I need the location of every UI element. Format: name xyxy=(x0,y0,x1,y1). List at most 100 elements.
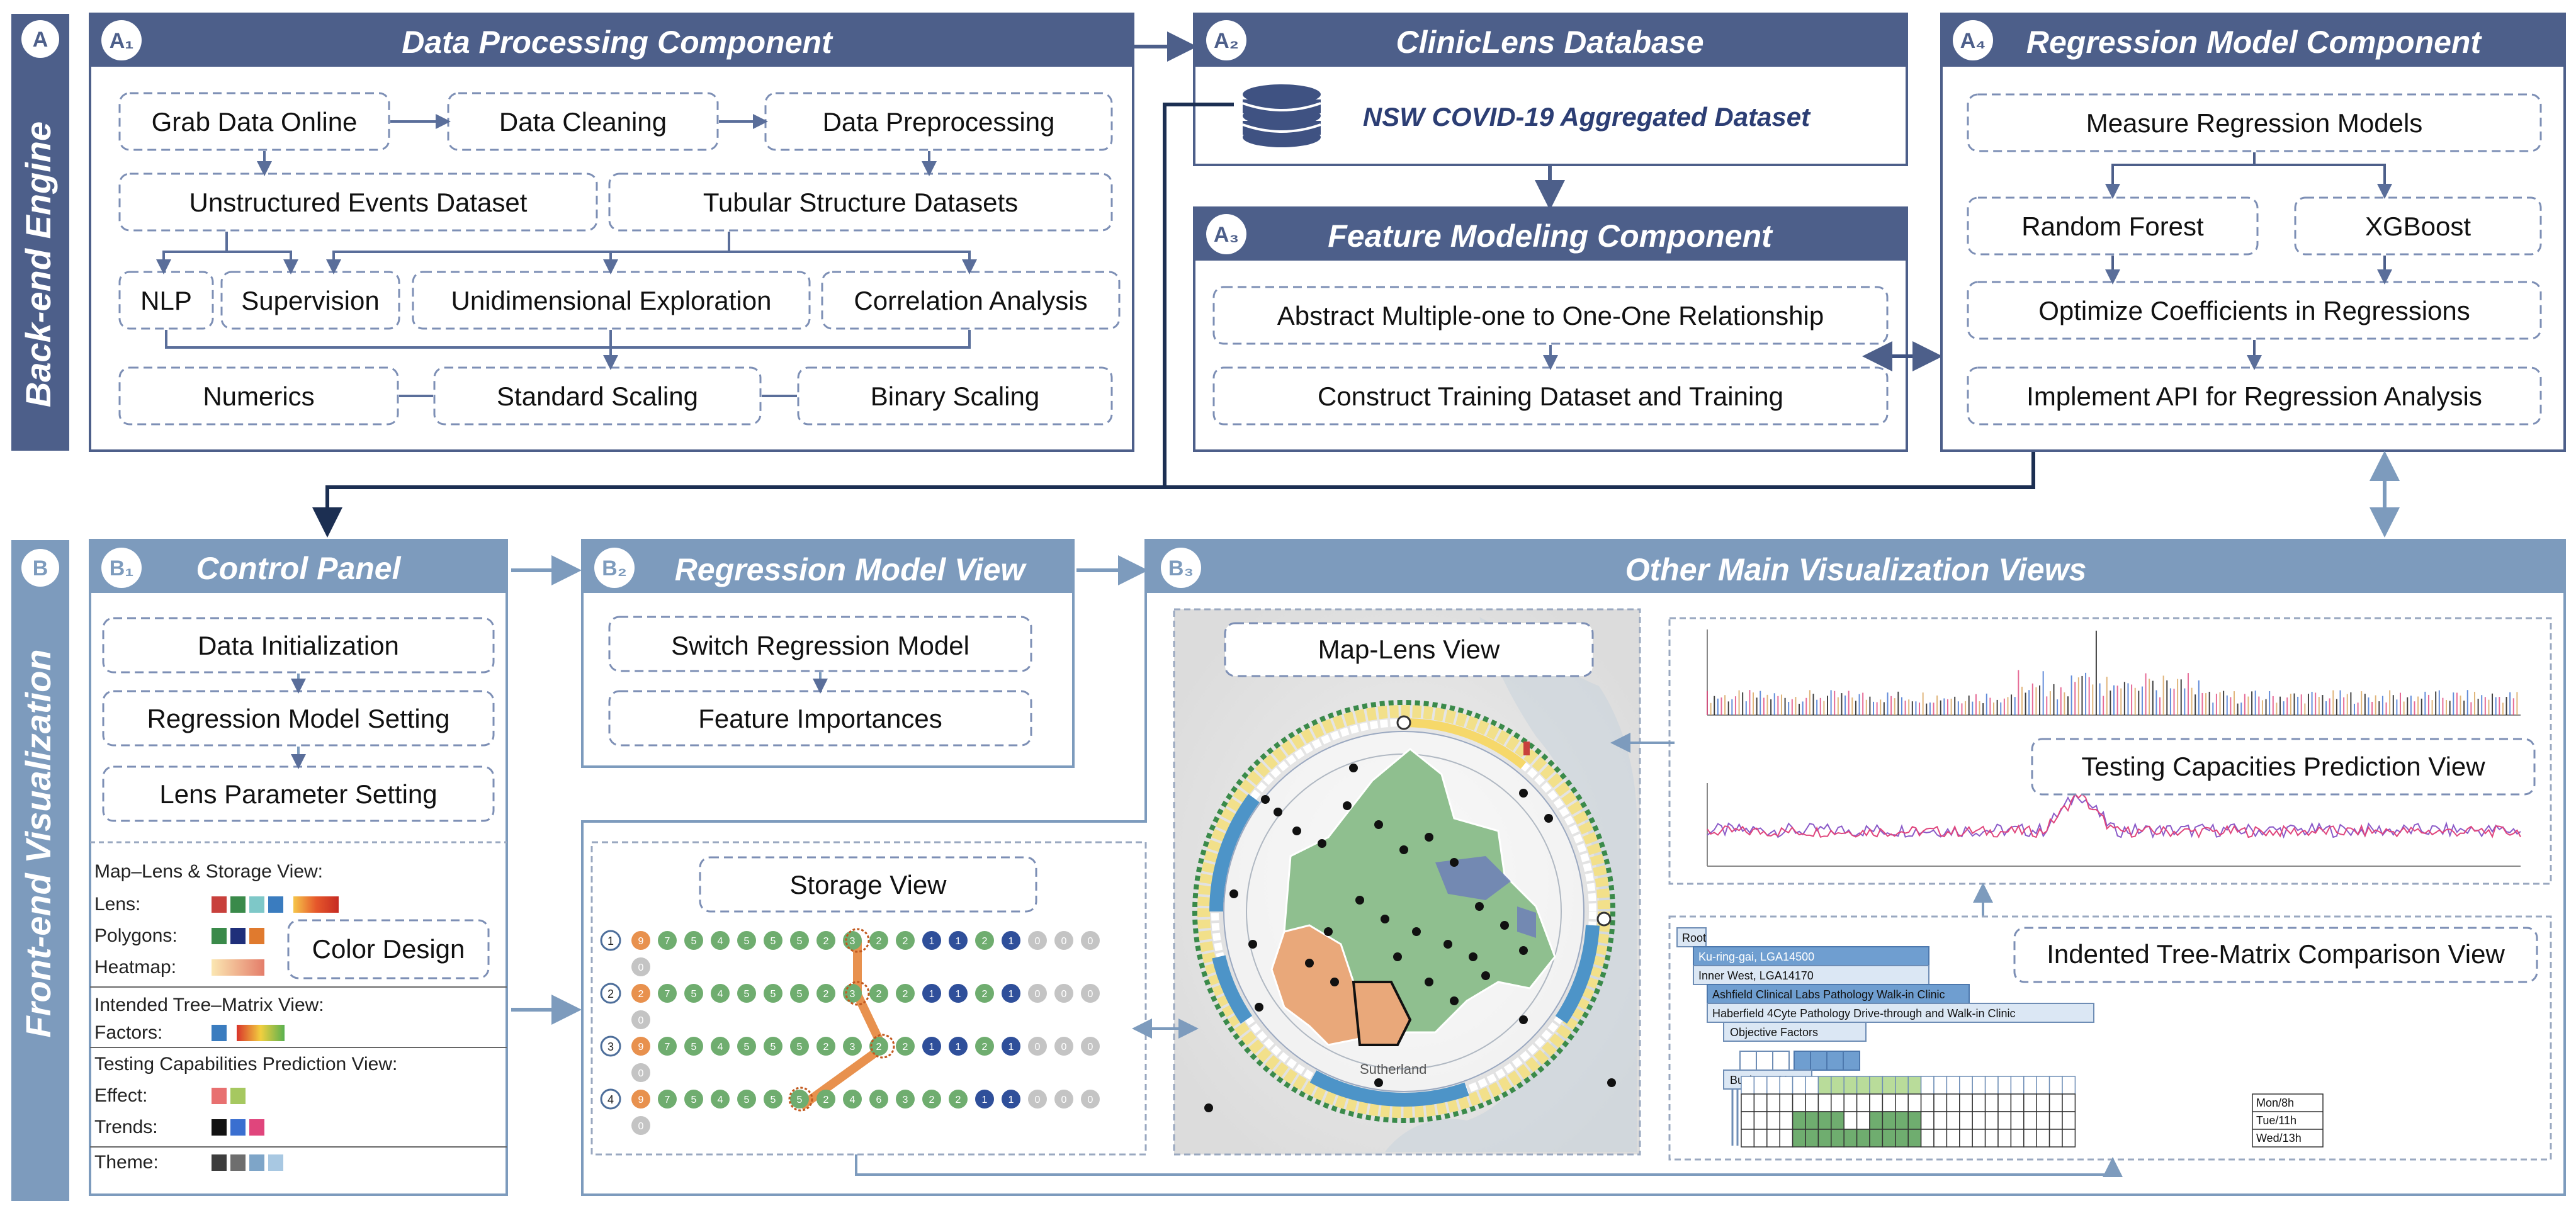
matrix-cell xyxy=(1766,1093,1780,1112)
storage-cell-label: 2 xyxy=(903,989,908,1000)
matrix-cell xyxy=(2036,1093,2050,1112)
matrix-cell xyxy=(2010,1111,2025,1130)
matrix-header-cell xyxy=(1766,1076,1780,1095)
matrix-cell xyxy=(1869,1093,1884,1112)
matrix-cell xyxy=(1907,1093,1922,1112)
polygon-swatches xyxy=(212,928,264,944)
matrix-cell xyxy=(1997,1111,2012,1130)
storage-cell-sub-label: 0 xyxy=(638,1121,644,1132)
a4-panel: A₄ Regression Model Component Measure Re… xyxy=(1940,13,2566,452)
section-b: B Front-end Visualization xyxy=(11,540,69,1201)
storage-cell xyxy=(764,984,782,1003)
tree-row-haberfield: Haberfield 4Cyte Pathology Drive-through… xyxy=(1712,1007,2016,1020)
storage-cell xyxy=(975,984,994,1003)
b2-title: Regression Model View xyxy=(675,552,1027,587)
storage-tree-link xyxy=(855,1154,2123,1177)
storage-cell-label: 9 xyxy=(638,1042,644,1052)
storage-cell-label: 5 xyxy=(797,936,803,947)
storage-cell-label: 2 xyxy=(823,936,829,947)
a4-border xyxy=(1940,13,2566,452)
a1-label-grab-data: Grab Data Online xyxy=(152,107,358,137)
matrix-cell xyxy=(1920,1129,1935,1148)
matrix-cell xyxy=(2023,1129,2037,1148)
a3-box-abstract xyxy=(1212,286,1889,345)
storage-cell xyxy=(1054,1037,1073,1056)
storage-cell-label: 4 xyxy=(718,936,723,947)
storage-cell-label: 2 xyxy=(982,936,988,947)
storage-cell-label: 5 xyxy=(691,936,697,947)
storage-cell-label: 5 xyxy=(771,1042,776,1052)
storage-cell-label: 2 xyxy=(956,1095,961,1105)
section-b-badge xyxy=(21,549,59,587)
matrix-cell xyxy=(1856,1129,1870,1148)
a4-badge-label: A₄ xyxy=(1960,29,1986,53)
b1-box-data-init xyxy=(102,617,495,674)
storage-cell-label: 1 xyxy=(929,989,935,1000)
storage-cell-label: 3 xyxy=(903,1095,908,1105)
matrix-cell xyxy=(1741,1093,1755,1112)
storage-cell xyxy=(816,1090,835,1109)
matrix-cell xyxy=(1766,1129,1780,1148)
b3-panel: B₃ Other Main Visualization Views xyxy=(581,539,2566,1196)
storage-cell xyxy=(737,984,756,1003)
storage-cell xyxy=(843,1090,862,1109)
a1-label-supervision: Supervision xyxy=(241,286,379,315)
matrix-cell xyxy=(1882,1129,1896,1148)
storage-trajectory xyxy=(798,940,887,1110)
matrix-cell xyxy=(1933,1129,1948,1148)
storage-row-id-label: 2 xyxy=(607,988,614,1000)
matrix-header-cell xyxy=(1959,1076,1973,1095)
a4-box-measure xyxy=(1967,93,2542,152)
testing-view: Testing Capacities Prediction View xyxy=(1668,617,2552,885)
section-a-title: Back-end Engine xyxy=(18,121,58,407)
matrix-cell xyxy=(1779,1111,1794,1130)
testing-bottom-line xyxy=(1707,793,2521,838)
a1-label-nlp: NLP xyxy=(140,286,192,315)
storage-cell xyxy=(975,931,994,950)
storage-cell-label: 2 xyxy=(982,989,988,1000)
storage-cell-label: 4 xyxy=(850,1095,856,1105)
matrix-cell xyxy=(1741,1111,1755,1130)
matrix-header-cell xyxy=(1933,1076,1948,1095)
storage-cell xyxy=(1028,984,1047,1003)
storage-cell-label: 9 xyxy=(638,936,644,947)
storage-cell-label: 2 xyxy=(903,1042,908,1052)
storage-cell xyxy=(658,984,677,1003)
matrix-header-cell xyxy=(1805,1076,1819,1095)
legend-color-design: Color Design xyxy=(312,934,465,964)
a-section-connectors xyxy=(312,31,2400,538)
matrix-cell xyxy=(1972,1111,1986,1130)
storage-cell xyxy=(1081,984,1100,1003)
section-a-sidebar xyxy=(11,14,69,451)
a1-box-standard-scaling xyxy=(433,366,762,426)
map-selected-region xyxy=(1352,981,1412,1046)
b3-header xyxy=(1146,540,2565,593)
storage-cell xyxy=(631,984,650,1003)
b1-border xyxy=(89,539,508,1196)
storage-cell-label: 0 xyxy=(1035,1042,1041,1052)
storage-cell-sub-label: 0 xyxy=(638,1015,644,1026)
matrix-cell xyxy=(2036,1111,2050,1130)
matrix-row-label-wed: Wed/13h xyxy=(2256,1132,2302,1144)
testing-bottom-line xyxy=(1707,793,2521,839)
effect-swatches xyxy=(212,1088,246,1104)
storage-cell-label: 3 xyxy=(850,1042,856,1052)
storage-cell xyxy=(843,1037,862,1056)
a4-label-random-forest: Random Forest xyxy=(2021,212,2204,241)
storage-cell-label: 7 xyxy=(665,1095,670,1105)
b1-box-color-design xyxy=(287,919,490,979)
storage-cell-label: 2 xyxy=(903,936,908,947)
storage-cell-label: 5 xyxy=(797,1095,803,1105)
storage-cell-label: 1 xyxy=(982,1095,988,1105)
storage-cell xyxy=(684,931,703,950)
a1-label-standard-scaling: Standard Scaling xyxy=(497,381,698,411)
matrix-cell xyxy=(1856,1111,1870,1130)
a4-label-measure: Measure Regression Models xyxy=(2086,108,2423,138)
storage-cell xyxy=(764,1037,782,1056)
matrix-cell xyxy=(1831,1093,1844,1112)
storage-cell-label: 5 xyxy=(744,1042,750,1052)
storage-cell-sub xyxy=(631,1116,650,1135)
factor-swatches xyxy=(212,1025,285,1041)
storage-cell xyxy=(737,1090,756,1109)
